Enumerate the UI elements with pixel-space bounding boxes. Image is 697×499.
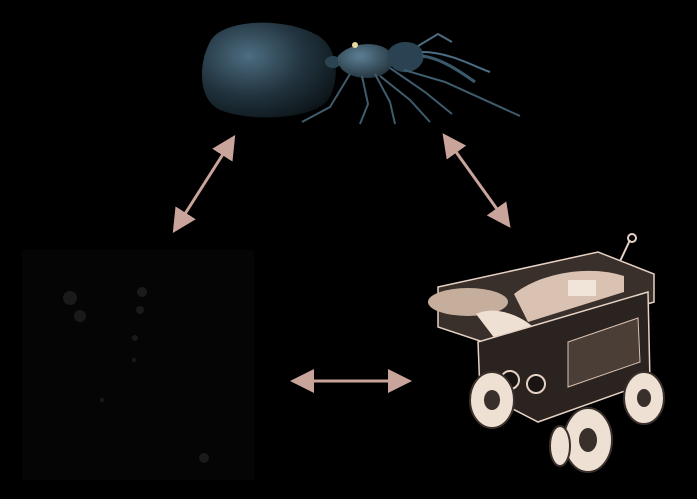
wheeled-rover-robot-icon xyxy=(418,232,676,487)
field-image xyxy=(22,250,254,480)
arrow-ant-robot xyxy=(446,138,507,223)
honeypot-ant-icon xyxy=(190,12,530,127)
arrow-ant-field xyxy=(176,140,232,228)
field-image-node xyxy=(22,250,254,480)
robot-node xyxy=(418,232,676,487)
ant-node xyxy=(190,12,530,127)
